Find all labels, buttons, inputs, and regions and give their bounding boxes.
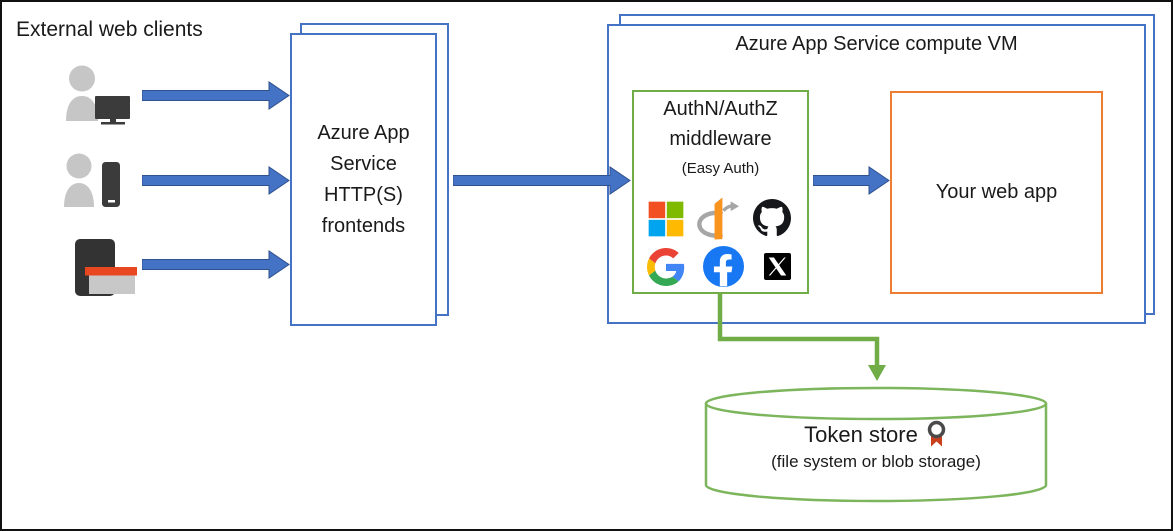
token-store-cylinder [704,386,1048,503]
facebook-icon [703,246,744,287]
medal-seal-icon [927,420,946,447]
x-twitter-icon [764,253,791,280]
token-store-subtitle: (file system or blob storage) [771,452,981,471]
arrow-client3-to-frontends [142,250,290,279]
arrow-client2-to-frontends [142,166,290,195]
mobile-web-browser-icon [75,239,137,296]
openid-icon [697,197,740,240]
middleware-label-line2: middleware [669,128,772,150]
frontends-label-line3: HTTP(S) [324,183,403,206]
frontends-box: Azure App Service HTTP(S) frontends [290,33,437,326]
github-icon [753,199,791,237]
frontends-label-line2: Service [330,152,397,175]
compute-vm-title: Azure App Service compute VM [735,33,1018,55]
desktop-user-icon [66,65,130,125]
web-app-box: Your web app [890,91,1103,294]
arrow-client1-to-frontends [142,81,290,110]
frontends-label-line4: frontends [321,214,406,237]
middleware-label-line1: AuthN/AuthZ [663,98,778,120]
external-clients-label: External web clients [16,18,203,41]
arrow-frontends-to-middleware [453,166,631,195]
token-store-title-row: Token store [705,420,1047,449]
middleware-label-line3: (Easy Auth) [681,160,760,177]
arrow-middleware-to-webapp [813,166,890,195]
web-app-label: Your web app [935,181,1058,203]
token-store-title: Token store [804,421,918,447]
mobile-user-icon [64,153,120,207]
arrow-middleware-to-token-store [717,294,886,381]
frontends-label-line1: Azure App [317,121,410,144]
microsoft-icon [648,201,684,237]
google-icon [647,248,685,286]
